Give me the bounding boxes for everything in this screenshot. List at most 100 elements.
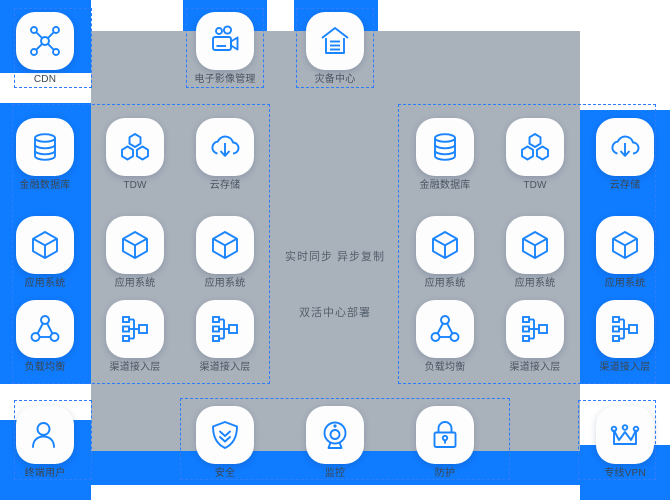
node-drc[interactable]: 灾备中心	[304, 12, 366, 86]
node-r-fin-db-label: 金融数据库	[419, 180, 471, 191]
node-l-ch-1-label: 渠道接入层	[109, 362, 161, 373]
node-r-app-1[interactable]: 应用系统	[414, 216, 476, 290]
cube-icon	[209, 229, 241, 261]
node-l-cos[interactable]: 云存储	[194, 118, 256, 192]
cube-icon	[429, 229, 461, 261]
node-l-tdw[interactable]: TDW	[104, 118, 166, 192]
node-r-ch-1-tile[interactable]	[506, 300, 564, 358]
node-r-fin-db[interactable]: 金融数据库	[414, 118, 476, 192]
node-r-lb-label: 负载均衡	[424, 362, 466, 373]
node-r-app-2-label: 应用系统	[514, 278, 556, 289]
node-eim-tile[interactable]	[196, 12, 254, 70]
node-r-cos-label: 云存储	[609, 180, 641, 191]
node-r-cos-tile[interactable]	[596, 118, 654, 176]
node-l-ch-1[interactable]: 渠道接入层	[104, 300, 166, 374]
cube-icon	[29, 229, 61, 261]
node-b-def-tile[interactable]	[416, 406, 474, 464]
node-l-ch-2-tile[interactable]	[196, 300, 254, 358]
node-l-app-1[interactable]: 应用系统	[14, 216, 76, 290]
camera-monitor-icon	[319, 419, 351, 451]
node-r-ch-2[interactable]: 渠道接入层	[594, 300, 656, 374]
node-r-app-1-label: 应用系统	[424, 278, 466, 289]
node-r-app-1-tile[interactable]	[416, 216, 474, 274]
node-b-vpn-label: 专线VPN	[604, 468, 646, 479]
node-r-app-2-tile[interactable]	[506, 216, 564, 274]
shield-icon	[209, 419, 241, 451]
node-r-ch-1-label: 渠道接入层	[509, 362, 561, 373]
node-b-vpn[interactable]: 专线VPN	[594, 406, 656, 480]
node-l-app-2-label: 应用系统	[114, 278, 156, 289]
node-r-app-3[interactable]: 应用系统	[594, 216, 656, 290]
group-outline-user	[14, 400, 92, 480]
node-l-app-3[interactable]: 应用系统	[194, 216, 256, 290]
node-eim[interactable]: 电子影像管理	[194, 12, 256, 86]
group-outline-cdn	[14, 8, 92, 88]
load-balancer-icon	[429, 313, 461, 345]
node-l-fin-db-tile[interactable]	[16, 118, 74, 176]
dual-active-platform-panel	[91, 31, 580, 451]
node-l-fin-db[interactable]: 金融数据库	[14, 118, 76, 192]
node-l-app-3-label: 应用系统	[204, 278, 246, 289]
node-b-user-tile[interactable]	[16, 406, 74, 464]
node-cdn-tile[interactable]	[16, 12, 74, 70]
node-l-cos-tile[interactable]	[196, 118, 254, 176]
node-drc-tile[interactable]	[306, 12, 364, 70]
deploy-caption: 双活中心部署	[299, 307, 371, 319]
node-l-ch-2[interactable]: 渠道接入层	[194, 300, 256, 374]
node-l-lb[interactable]: 负载均衡	[14, 300, 76, 374]
node-l-tdw-tile[interactable]	[106, 118, 164, 176]
cube-icon	[609, 229, 641, 261]
node-b-sec-label: 安全	[214, 468, 236, 479]
node-b-vpn-tile[interactable]	[596, 406, 654, 464]
node-r-ch-2-tile[interactable]	[596, 300, 654, 358]
node-l-ch-1-tile[interactable]	[106, 300, 164, 358]
node-b-mon[interactable]: 监控	[304, 406, 366, 480]
node-b-def[interactable]: 防护	[414, 406, 476, 480]
node-r-fin-db-tile[interactable]	[416, 118, 474, 176]
topology-tree-icon	[519, 313, 551, 345]
load-balancer-icon	[29, 313, 61, 345]
node-r-app-3-tile[interactable]	[596, 216, 654, 274]
node-cdn[interactable]: CDN	[14, 12, 76, 86]
node-r-ch-1[interactable]: 渠道接入层	[504, 300, 566, 374]
cloud-download-icon	[608, 130, 642, 164]
group-outline-vpn	[578, 400, 656, 480]
user-icon	[29, 419, 61, 451]
node-l-ch-2-label: 渠道接入层	[199, 362, 251, 373]
node-b-sec-tile[interactable]	[196, 406, 254, 464]
node-l-app-3-tile[interactable]	[196, 216, 254, 274]
node-r-tdw[interactable]: TDW	[504, 118, 566, 192]
node-r-lb-tile[interactable]	[416, 300, 474, 358]
node-r-app-3-label: 应用系统	[604, 278, 646, 289]
node-l-app-1-tile[interactable]	[16, 216, 74, 274]
node-l-app-2[interactable]: 应用系统	[104, 216, 166, 290]
node-b-sec[interactable]: 安全	[194, 406, 256, 480]
node-l-tdw-label: TDW	[123, 180, 147, 191]
node-drc-label: 灾备中心	[314, 74, 356, 85]
node-r-tdw-label: TDW	[523, 180, 547, 191]
node-r-cos[interactable]: 云存储	[594, 118, 656, 192]
node-b-mon-tile[interactable]	[306, 406, 364, 464]
node-l-fin-db-label: 金融数据库	[19, 180, 71, 191]
hexagon-cluster-icon	[519, 131, 551, 163]
node-r-app-2[interactable]: 应用系统	[504, 216, 566, 290]
node-l-lb-tile[interactable]	[16, 300, 74, 358]
node-eim-label: 电子影像管理	[194, 74, 256, 85]
sync-caption: 实时同步 异步复制	[284, 251, 386, 263]
group-outline-right-zone	[398, 104, 656, 384]
cube-icon	[119, 229, 151, 261]
node-l-app-2-tile[interactable]	[106, 216, 164, 274]
node-r-tdw-tile[interactable]	[506, 118, 564, 176]
cloud-download-icon	[208, 130, 242, 164]
node-r-lb[interactable]: 负载均衡	[414, 300, 476, 374]
node-b-user[interactable]: 终端用户	[14, 406, 76, 480]
node-r-ch-2-label: 渠道接入层	[599, 362, 651, 373]
cube-icon	[519, 229, 551, 261]
cdn-network-icon	[28, 24, 62, 58]
group-outline-eim	[186, 8, 264, 88]
group-outline-left-zone	[12, 104, 270, 384]
database-icon	[429, 131, 461, 163]
datacenter-house-icon	[318, 24, 352, 58]
topology-tree-icon	[209, 313, 241, 345]
